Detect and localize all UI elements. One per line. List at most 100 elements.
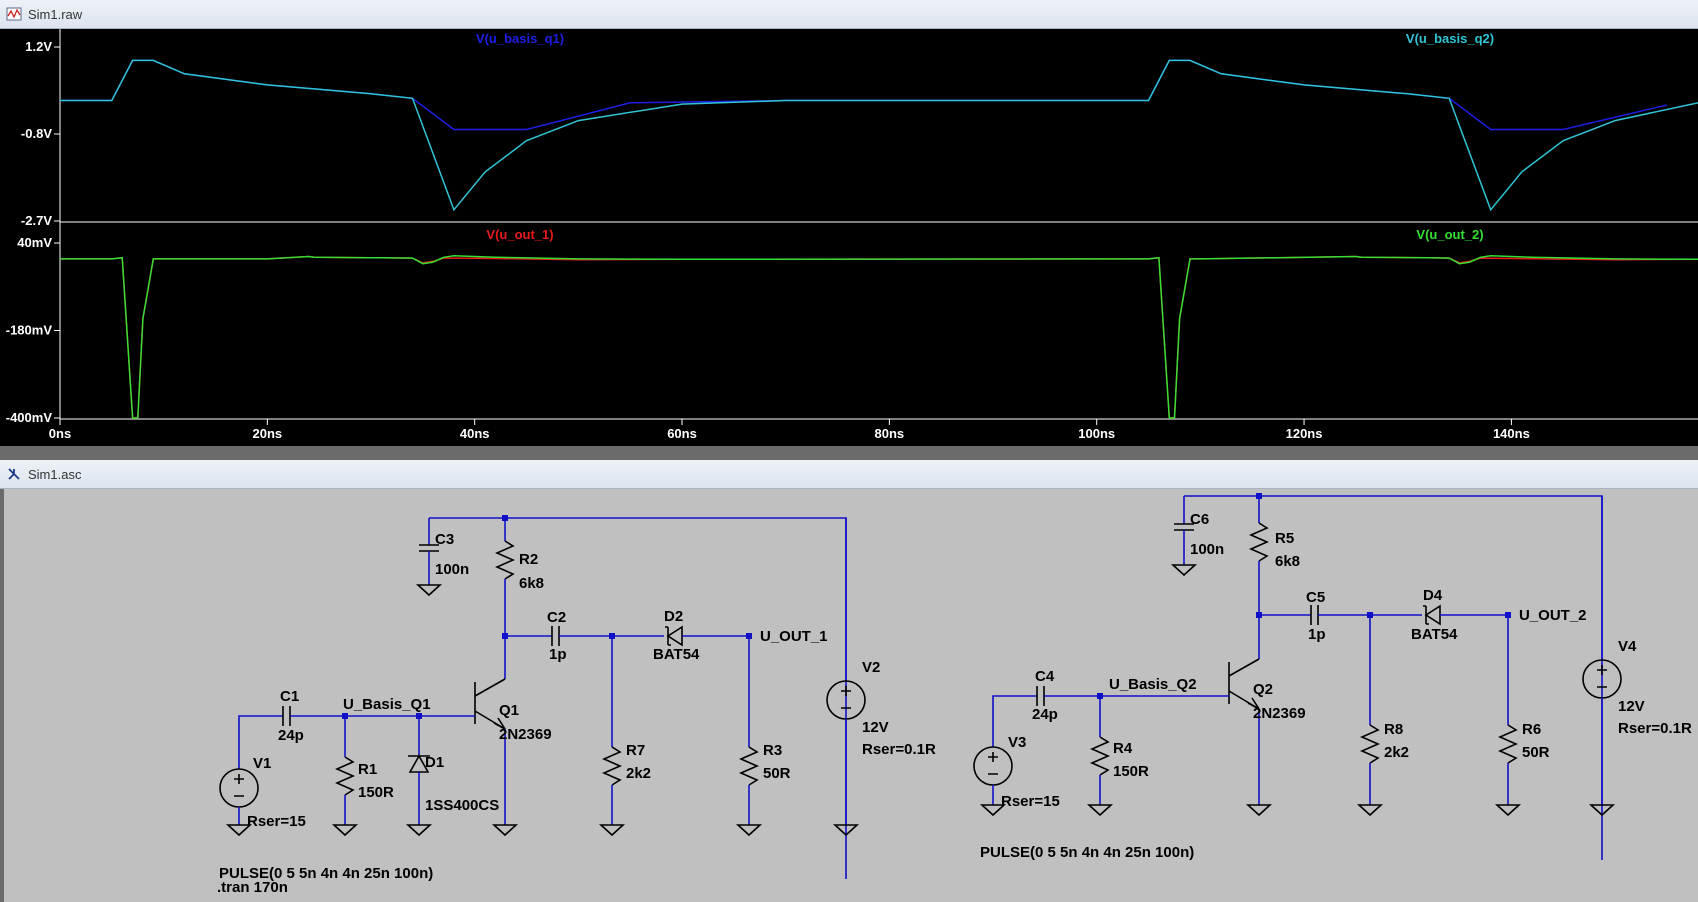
junction-dot: [502, 515, 508, 521]
r7-label: R7: [626, 742, 645, 759]
left-pulse-spec: PULSE(0 5 5n 4n 4n 25n 100n): [219, 865, 433, 882]
r6-value: 50R: [1522, 744, 1550, 761]
capacitor-c2[interactable]: [551, 626, 560, 646]
y-tick-label: -180mV: [6, 323, 53, 338]
d1-value: 1SS400CS: [425, 797, 499, 814]
c5-value: 1p: [1308, 626, 1326, 643]
upper-plot-pane[interactable]: 1.2V-0.8V-2.7VV(u_basis_q1)V(u_basis_q2): [21, 29, 1698, 228]
voltage-source-v2[interactable]: [826, 518, 866, 837]
trace-v-u-out-1-[interactable]: [60, 255, 1698, 419]
capacitor-c3[interactable]: [415, 544, 443, 597]
junction-dot: [1505, 612, 1511, 618]
v2-rser: Rser=0.1R: [862, 741, 936, 758]
capacitor-c6[interactable]: [1170, 523, 1198, 577]
v4-rser: Rser=0.1R: [1618, 720, 1692, 737]
schematic-canvas[interactable]: C3 100n R2 6k8 C2 1p D2 BAT54 U_OUT_1: [4, 489, 1698, 902]
r5-label: R5: [1275, 530, 1294, 547]
resistor-r1[interactable]: [331, 756, 359, 837]
junction-dot: [1097, 693, 1103, 699]
v1-rser: Rser=15: [247, 813, 306, 830]
r8-value: 2k2: [1384, 744, 1409, 761]
c4-value: 24p: [1032, 706, 1058, 723]
resistor-r6[interactable]: [1494, 724, 1522, 817]
schematic-window-titlebar[interactable]: Sim1.asc: [0, 460, 1698, 489]
d2-label: D2: [664, 608, 683, 625]
resistor-r5[interactable]: [1249, 522, 1269, 562]
c6-label: C6: [1190, 511, 1209, 528]
voltage-source-v3[interactable]: [973, 746, 1013, 817]
capacitor-c4[interactable]: [1036, 686, 1045, 706]
net-label-u-out-2: U_OUT_2: [1519, 607, 1587, 624]
trace-v-u-out-2-[interactable]: [60, 254, 1698, 419]
waveform-plot[interactable]: 1.2V-0.8V-2.7VV(u_basis_q1)V(u_basis_q2)…: [0, 29, 1698, 446]
q2-label: Q2: [1253, 681, 1273, 698]
r8-label: R8: [1384, 721, 1403, 738]
diode-d1[interactable]: [405, 754, 433, 837]
resistor-r2[interactable]: [495, 540, 515, 580]
transistor-q1[interactable]: [474, 636, 519, 837]
resistor-r7[interactable]: [598, 746, 626, 837]
trace-v-u-basis-q1-[interactable]: [60, 59, 1668, 131]
left-circuit: C3 100n R2 6k8 C2 1p D2 BAT54 U_OUT_1: [217, 515, 936, 896]
tran-directive: .tran 170n: [217, 879, 288, 896]
schematic-icon: [8, 468, 20, 480]
x-tick-label: 40ns: [460, 426, 490, 441]
c5-label: C5: [1306, 589, 1325, 606]
resistor-r8[interactable]: [1356, 724, 1384, 817]
v4-value: 12V: [1618, 698, 1645, 715]
junction-dot: [502, 633, 508, 639]
x-tick-label: 20ns: [253, 426, 283, 441]
junction-dot: [342, 713, 348, 719]
trace-v-u-basis-q2-[interactable]: [60, 59, 1698, 212]
r7-value: 2k2: [626, 765, 651, 782]
v2-label: V2: [862, 659, 880, 676]
capacitor-c5[interactable]: [1310, 605, 1319, 625]
v3-label: V3: [1008, 734, 1026, 751]
schematic-drawing[interactable]: C3 100n R2 6k8 C2 1p D2 BAT54 U_OUT_1: [4, 489, 1698, 902]
c2-value: 1p: [549, 646, 567, 663]
trace-label[interactable]: V(u_basis_q2): [1406, 31, 1494, 46]
voltage-source-v4[interactable]: [1582, 496, 1622, 817]
net-label-u-basis-q2: U_Basis_Q2: [1109, 676, 1197, 693]
v1-label: V1: [253, 755, 271, 772]
capacitor-c1[interactable]: [282, 706, 291, 726]
c3-value: 100n: [435, 561, 469, 578]
y-tick-label: 40mV: [17, 235, 52, 250]
r2-label: R2: [519, 551, 538, 568]
x-tick-label: 140ns: [1493, 426, 1530, 441]
resistor-r3[interactable]: [735, 746, 763, 837]
x-tick-label: 60ns: [667, 426, 697, 441]
voltage-source-v1[interactable]: [219, 768, 259, 837]
r3-value: 50R: [763, 765, 791, 782]
net-label-u-basis-q1: U_Basis_Q1: [343, 696, 431, 713]
y-tick-label: -0.8V: [21, 126, 52, 141]
c6-value: 100n: [1190, 541, 1224, 558]
x-tick-label: 80ns: [875, 426, 905, 441]
diode-d2[interactable]: [665, 625, 683, 647]
waveform-window-title: Sim1.raw: [28, 7, 83, 22]
junction-dot: [1256, 493, 1262, 499]
right-circuit: C6 100n R5 6k8 C5 1p D4 BAT54 U_OUT_2 R8: [973, 493, 1692, 861]
r2-value: 6k8: [519, 575, 544, 592]
right-pulse-spec: PULSE(0 5 5n 4n 4n 25n 100n): [980, 844, 1194, 861]
junction-dot: [1367, 612, 1373, 618]
resistor-r4[interactable]: [1086, 736, 1114, 817]
waveform-window-titlebar[interactable]: Sim1.raw: [0, 0, 1698, 29]
trace-label[interactable]: V(u_out_2): [1416, 227, 1483, 242]
c2-label: C2: [547, 609, 566, 626]
r4-label: R4: [1113, 740, 1133, 757]
diode-d4[interactable]: [1423, 604, 1441, 626]
junction-dot: [1256, 612, 1262, 618]
trace-label[interactable]: V(u_basis_q1): [476, 31, 564, 46]
q1-value: 2N2369: [499, 726, 552, 743]
net-label-u-out-1: U_OUT_1: [760, 628, 828, 645]
trace-label[interactable]: V(u_out_1): [486, 227, 553, 242]
v4-label: V4: [1618, 638, 1637, 655]
r5-value: 6k8: [1275, 553, 1300, 570]
transistor-q2[interactable]: [1228, 615, 1273, 817]
d4-value: BAT54: [1411, 626, 1458, 643]
junction-dot: [416, 713, 422, 719]
